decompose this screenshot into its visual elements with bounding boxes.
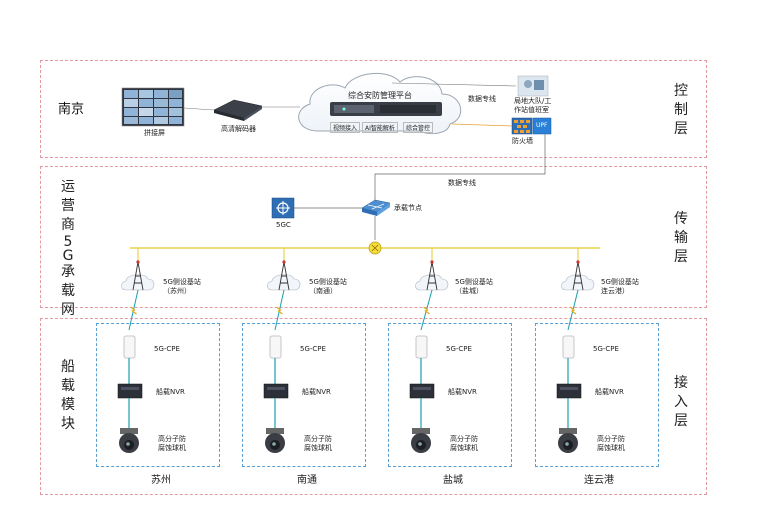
- ship-devices: [117, 335, 143, 453]
- ship-city-label: 盐城: [443, 475, 463, 486]
- control-layer-frame: [40, 60, 707, 158]
- ship-box-nantong: [242, 323, 366, 467]
- bus-hub-icon: [368, 241, 382, 255]
- data-line-label-mid: 数据专线: [448, 179, 476, 187]
- camera-label-line2: 腐蚀球机: [450, 444, 478, 452]
- 5gc-label: 5GC: [276, 221, 291, 229]
- ship-box-yancheng: [388, 323, 512, 467]
- station-label-lianyungang: 5G侧设基站连云港）: [601, 278, 639, 295]
- camera-label-line1: 高分子防: [158, 435, 186, 443]
- transport-layer-frame: [40, 166, 707, 308]
- dome-camera-icon: [411, 428, 431, 453]
- cpe-label: 5G-CPE: [154, 345, 180, 353]
- base-station-icon: [121, 248, 155, 331]
- cpe-label: 5G-CPE: [300, 345, 326, 353]
- base-station-icon: [267, 248, 301, 331]
- cpe-icon: [562, 335, 575, 359]
- decoder-icon: [213, 99, 263, 121]
- bearer-node-icon: [361, 199, 391, 216]
- cpe-icon: [123, 335, 136, 359]
- decoder-label: 高清解码器: [221, 125, 256, 133]
- bearer-node-label: 承载节点: [394, 204, 422, 212]
- nvr-icon: [117, 383, 143, 399]
- platform-module-ai: AI智能解析: [362, 122, 398, 133]
- ship-city-label: 连云港: [584, 475, 614, 486]
- nvr-icon: [556, 383, 582, 399]
- ship-devices: [556, 335, 582, 453]
- video-wall-label: 拼接屏: [144, 129, 165, 137]
- camera-label-line2: 腐蚀球机: [304, 444, 332, 452]
- dome-camera-icon: [558, 428, 578, 453]
- cpe-icon: [269, 335, 282, 359]
- access-layer-frame: [40, 318, 707, 495]
- nvr-icon: [409, 383, 435, 399]
- control-layer-label: 控制层: [674, 83, 688, 137]
- ship-devices: [263, 335, 289, 453]
- video-wall-icon: [121, 87, 185, 127]
- nvr-label: 船载NVR: [156, 388, 185, 396]
- station-label-nantong: 5G侧设基站（南通）: [309, 278, 347, 295]
- nvr-icon: [263, 383, 289, 399]
- base-station-icon: [415, 248, 449, 331]
- office-label: 局地大队/工作站值班室: [514, 97, 552, 114]
- station-label-suzhou: 5G侧设基站（苏州）: [163, 278, 201, 295]
- nvr-label: 船载NVR: [595, 388, 624, 396]
- cpe-label: 5G-CPE: [446, 345, 472, 353]
- nvr-label: 船载NVR: [448, 388, 477, 396]
- dome-camera-icon: [119, 428, 139, 453]
- ship-city-label: 南通: [297, 475, 317, 486]
- platform-module-control: 综合管控: [403, 122, 434, 133]
- upf-box: [532, 117, 552, 135]
- dome-camera-icon: [265, 428, 285, 453]
- camera-label-line2: 腐蚀球机: [597, 444, 625, 452]
- cpe-icon: [415, 335, 428, 359]
- camera-label-line1: 高分子防: [597, 435, 625, 443]
- upf-label: UPF: [536, 122, 548, 129]
- platform-module-video: 视频接入: [330, 122, 361, 133]
- nvr-label: 船载NVR: [302, 388, 331, 396]
- firewall-icon: [511, 117, 533, 135]
- ship-city-label: 苏州: [151, 475, 171, 486]
- data-line-label-top: 数据专线: [468, 95, 496, 103]
- ship-box-suzhou: [96, 323, 220, 467]
- nanjing-label: 南京: [58, 102, 85, 117]
- transport-layer-label: 传输层: [674, 211, 688, 265]
- platform-title: 综合安防管理平台: [348, 91, 412, 100]
- camera-label-line2: 腐蚀球机: [158, 444, 186, 452]
- office-icon: [517, 75, 549, 97]
- camera-label-line1: 高分子防: [304, 435, 332, 443]
- firewall-label: 防火墙: [512, 137, 533, 145]
- platform-server-icon: [330, 102, 442, 116]
- 5gc-core-icon: [271, 197, 295, 219]
- access-left-label: 船载模块: [61, 359, 75, 432]
- camera-label-line1: 高分子防: [450, 435, 478, 443]
- access-layer-label: 接入层: [674, 375, 688, 429]
- station-label-yancheng: 5G侧设基站（盐城）: [455, 278, 493, 295]
- cpe-label: 5G-CPE: [593, 345, 619, 353]
- ship-box-lianyungang: [535, 323, 659, 467]
- base-station-icon: [561, 248, 595, 331]
- ship-devices: [409, 335, 435, 453]
